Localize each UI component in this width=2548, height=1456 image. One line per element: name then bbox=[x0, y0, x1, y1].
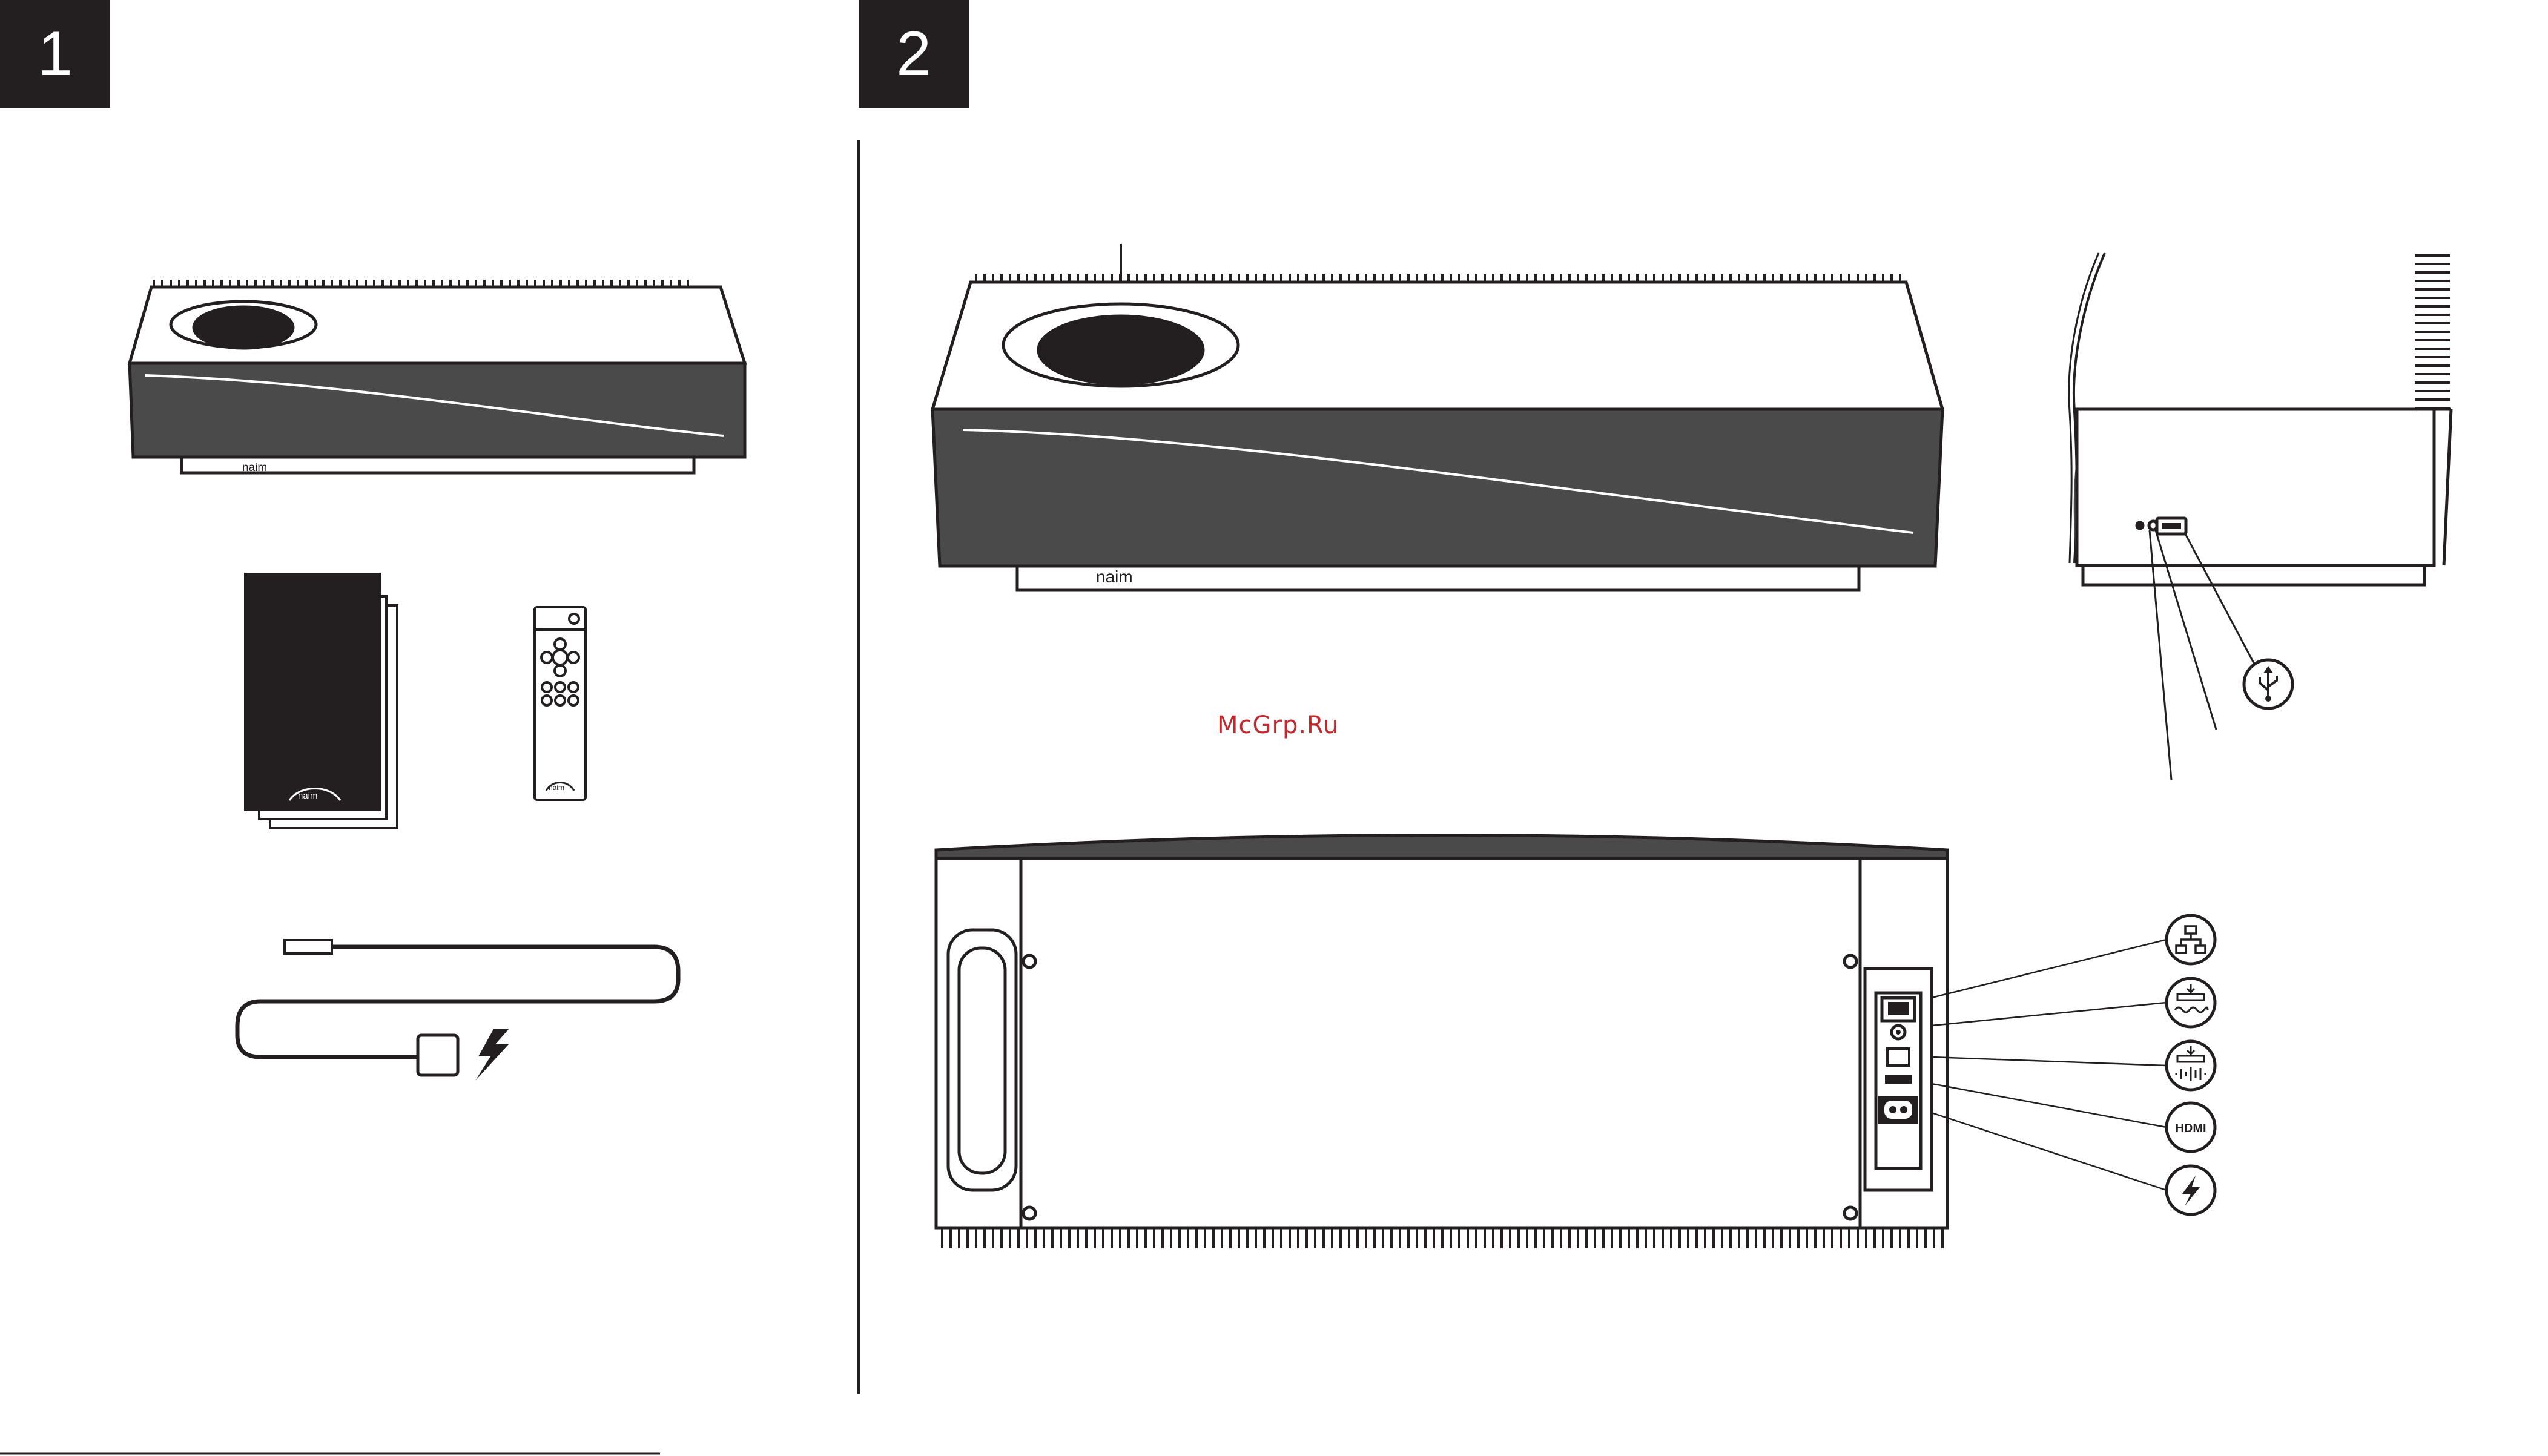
speaker-front-small: naim bbox=[130, 280, 745, 474]
rear-callouts bbox=[1932, 940, 2167, 1190]
manual-booklet: naim bbox=[245, 574, 397, 828]
lightning-icon bbox=[475, 1029, 509, 1081]
hdmi-icon: HDMI bbox=[2167, 1103, 2215, 1151]
speaker-rear bbox=[936, 835, 1947, 1249]
brand-logo: naim bbox=[242, 461, 267, 474]
remote-control: naim bbox=[535, 607, 586, 800]
booklet-logo: naim bbox=[298, 791, 318, 801]
power-icon bbox=[2167, 1166, 2215, 1214]
optical-input-icon bbox=[2167, 978, 2215, 1027]
network-icon bbox=[2167, 915, 2215, 964]
power-cable bbox=[237, 940, 678, 1075]
analogue-input-icon bbox=[2167, 1041, 2215, 1090]
speaker-side bbox=[2069, 253, 2451, 780]
remote-logo: naim bbox=[549, 783, 564, 792]
hdmi-label: HDMI bbox=[2175, 1122, 2206, 1135]
speaker-front-large: naim bbox=[932, 244, 1942, 590]
large-brand-logo: naim bbox=[1096, 567, 1133, 586]
